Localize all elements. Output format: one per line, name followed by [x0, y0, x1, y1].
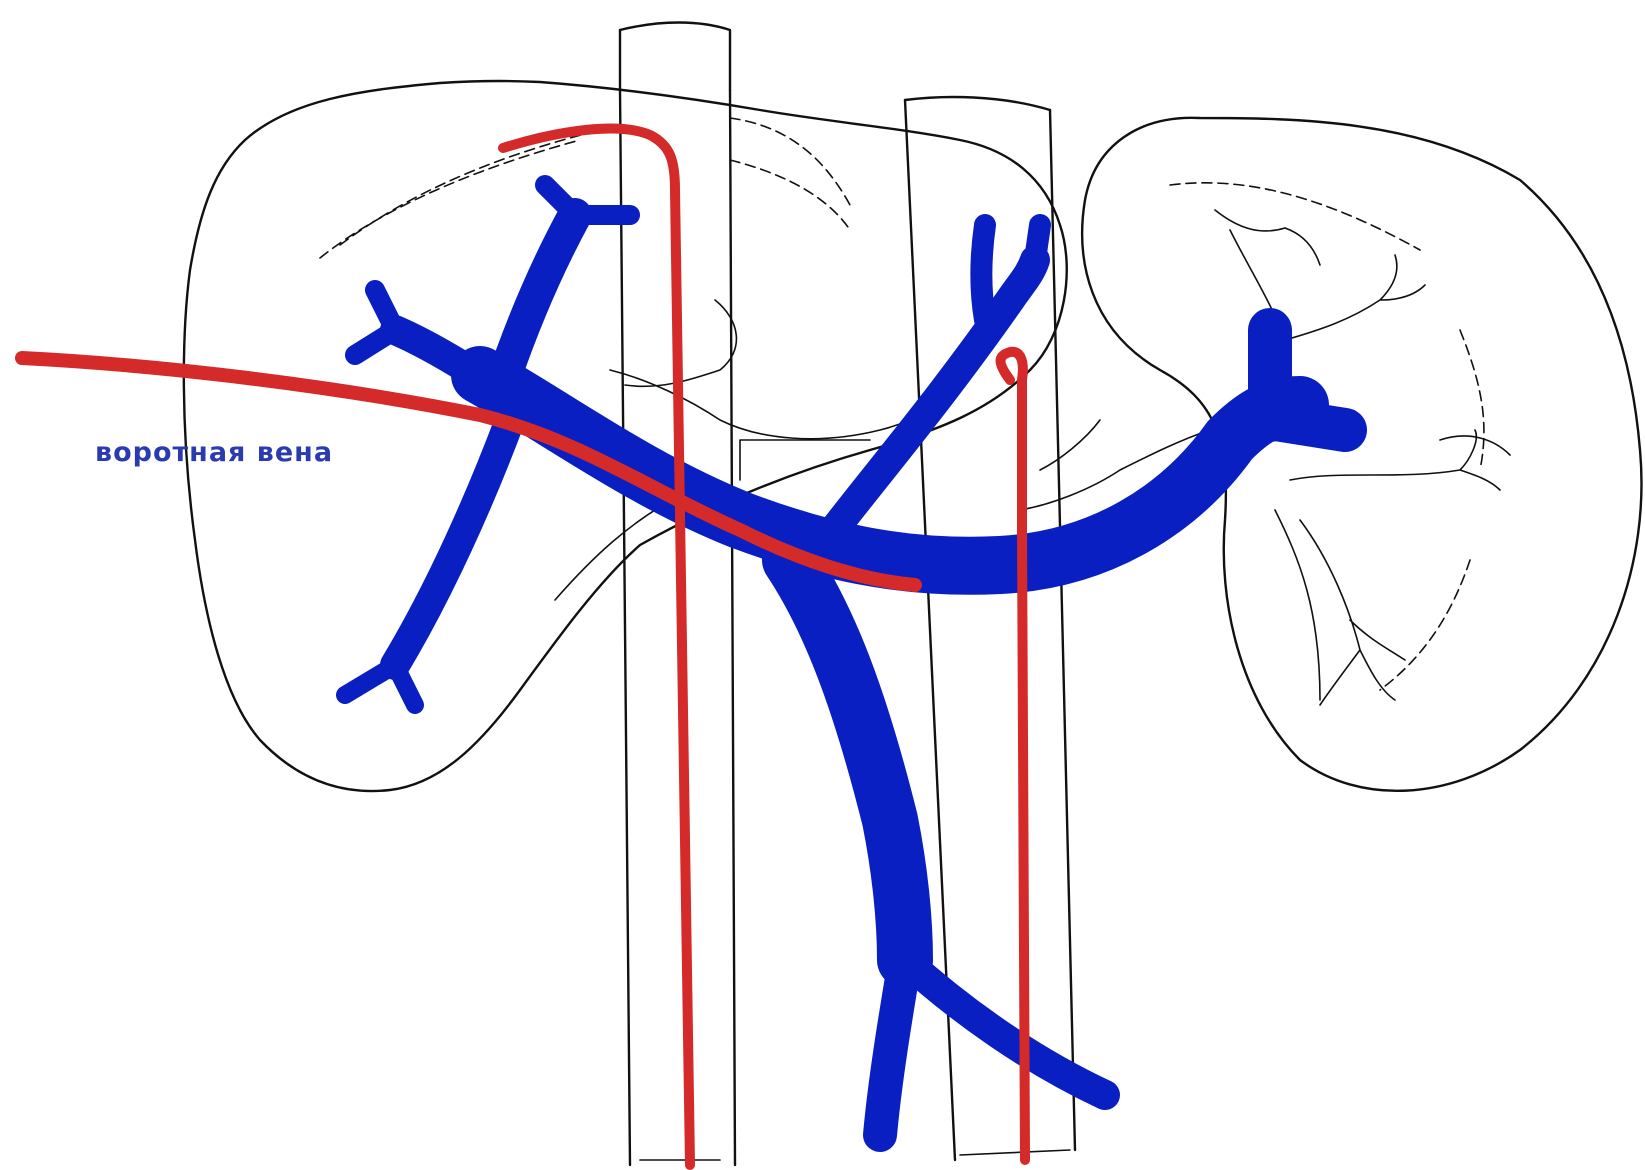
spleen-outline [1082, 118, 1641, 791]
right-lower-branch [395, 420, 510, 665]
portal-vein-system [345, 185, 1345, 1135]
right-upper-branch [500, 215, 575, 390]
superior-mesenteric-vein [790, 560, 905, 960]
portal-vein-label: воротная вена [95, 437, 333, 468]
left-gastric-vein [830, 260, 1035, 535]
